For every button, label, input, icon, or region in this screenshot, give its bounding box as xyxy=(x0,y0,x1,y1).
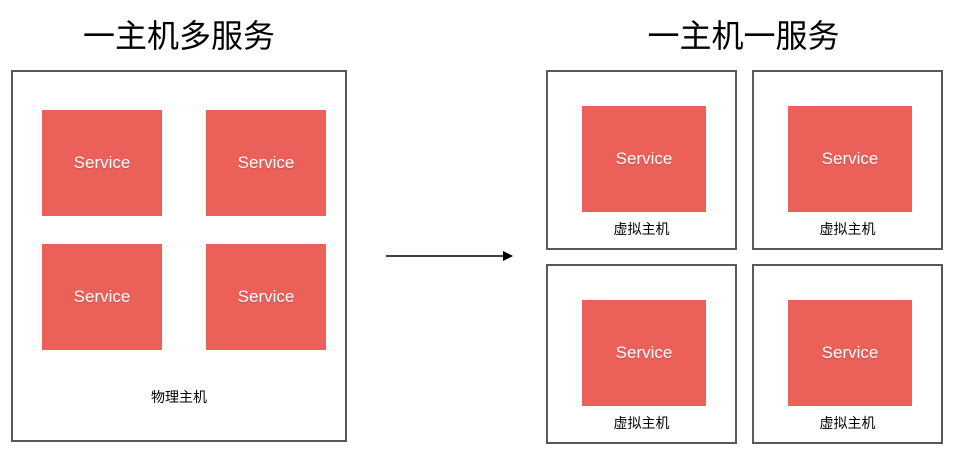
service-label: Service xyxy=(237,153,295,172)
service-box-vm-2: Service xyxy=(788,106,912,212)
service-box-vm-3: Service xyxy=(582,300,706,406)
right-panel-title: 一主机一服务 xyxy=(647,18,840,54)
service-label: Service xyxy=(73,287,131,306)
service-label: Service xyxy=(615,149,673,168)
service-box-physical-2: Service xyxy=(206,110,326,216)
left-panel-title: 一主机多服务 xyxy=(82,18,275,54)
service-label: Service xyxy=(615,343,673,362)
service-label: Service xyxy=(821,149,879,168)
physical-host-caption: 物理主机 xyxy=(151,389,207,405)
right-arrow-icon xyxy=(386,251,513,261)
virtual-host-caption: 虚拟主机 xyxy=(819,221,876,237)
service-box-vm-1: Service xyxy=(582,106,706,212)
service-box-vm-4: Service xyxy=(788,300,912,406)
service-label: Service xyxy=(821,343,879,362)
service-label: Service xyxy=(237,287,295,306)
virtual-host-caption: 虚拟主机 xyxy=(819,415,876,431)
service-box-physical-1: Service xyxy=(42,110,162,216)
service-label: Service xyxy=(73,153,131,172)
service-box-physical-3: Service xyxy=(42,244,162,350)
virtual-host-caption: 虚拟主机 xyxy=(613,221,670,237)
arrow-head xyxy=(503,251,513,261)
virtual-host-caption: 虚拟主机 xyxy=(613,415,670,431)
virtual-host-box-3: Service 虚拟主机 xyxy=(546,264,737,444)
virtual-host-box-1: Service 虚拟主机 xyxy=(546,70,737,250)
service-box-physical-4: Service xyxy=(206,244,326,350)
virtual-host-box-4: Service 虚拟主机 xyxy=(752,264,943,444)
virtual-host-box-2: Service 虚拟主机 xyxy=(752,70,943,250)
physical-host-box: Service Service Service Service 物理主机 xyxy=(11,70,347,442)
